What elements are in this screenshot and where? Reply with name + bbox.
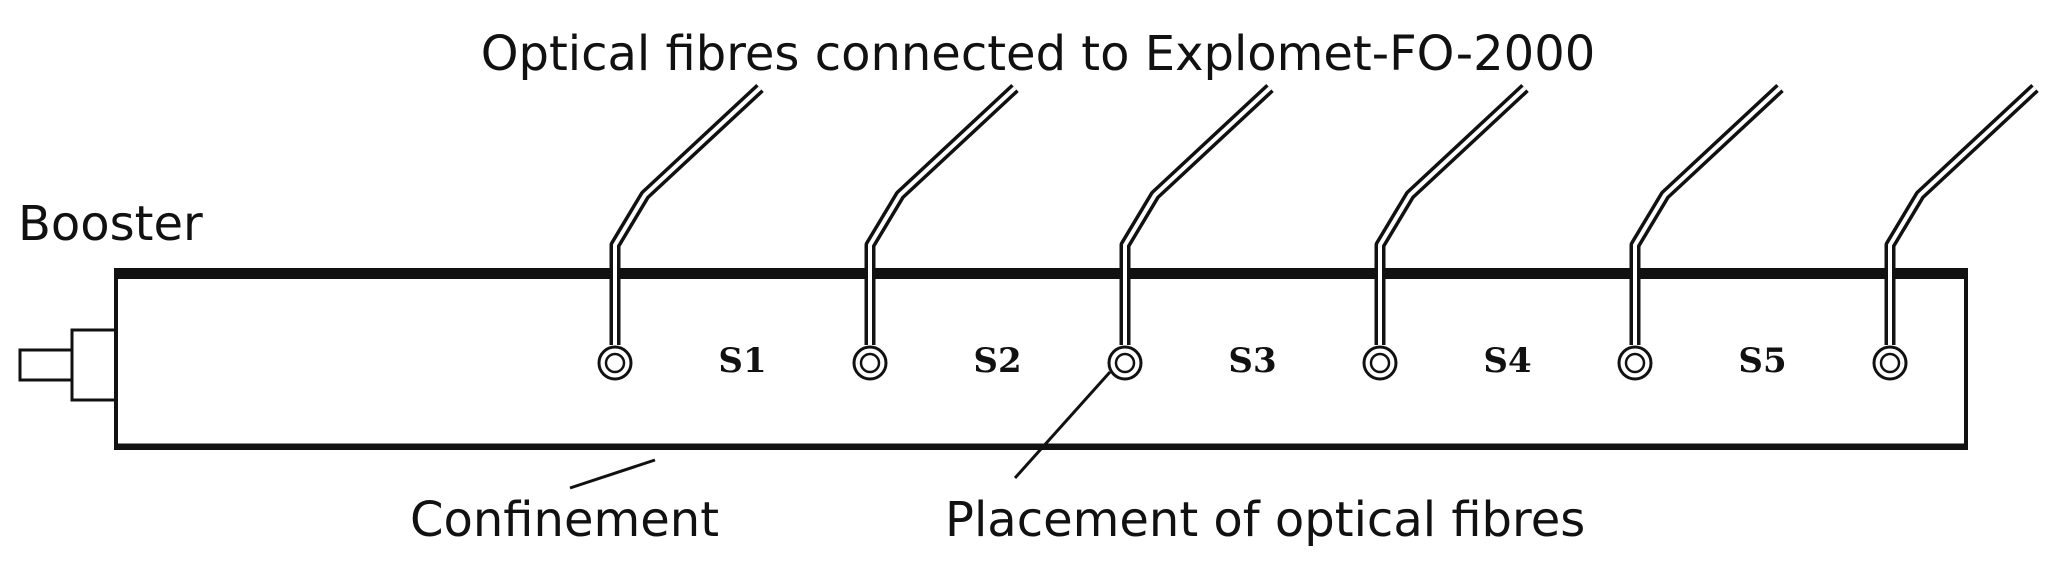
optical-fibre-core [1633,86,1782,345]
segment-label-s5: S5 [1738,341,1786,381]
segment-labels: S1 S2 S3 S4 S5 [718,341,1786,381]
segment-label-s1: S1 [718,341,766,381]
segment-label-s3: S3 [1228,341,1276,381]
optical-fibre-core [1378,86,1527,345]
sensor-point-inner [604,352,626,374]
sensor-point-inner [1624,352,1646,374]
sensor-point-inner [859,352,881,374]
confinement-leader-line [569,458,656,490]
placement-label: Placement of optical fibres [945,492,1585,548]
sensor-point-inner [1369,352,1391,374]
sensor-point-inner [1879,352,1901,374]
confinement-label: Confinement [410,492,719,548]
segment-label-s2: S2 [973,341,1021,381]
optical-fibre-core [1123,86,1272,345]
booster-label: Booster [18,196,203,252]
optical-fibre-core [1888,86,2037,345]
sensor-group [597,83,2039,381]
optical-fibre-core [613,86,762,345]
booster-shape [18,328,118,402]
segment-label-s4: S4 [1483,341,1531,381]
sensor-point-inner [1114,352,1136,374]
placement-leader-line [1013,370,1112,480]
diagram-title: Optical fibres connected to Explomet-FO-… [481,26,1596,82]
confinement-tube [114,268,1968,450]
optical-fibre-core [868,86,1017,345]
